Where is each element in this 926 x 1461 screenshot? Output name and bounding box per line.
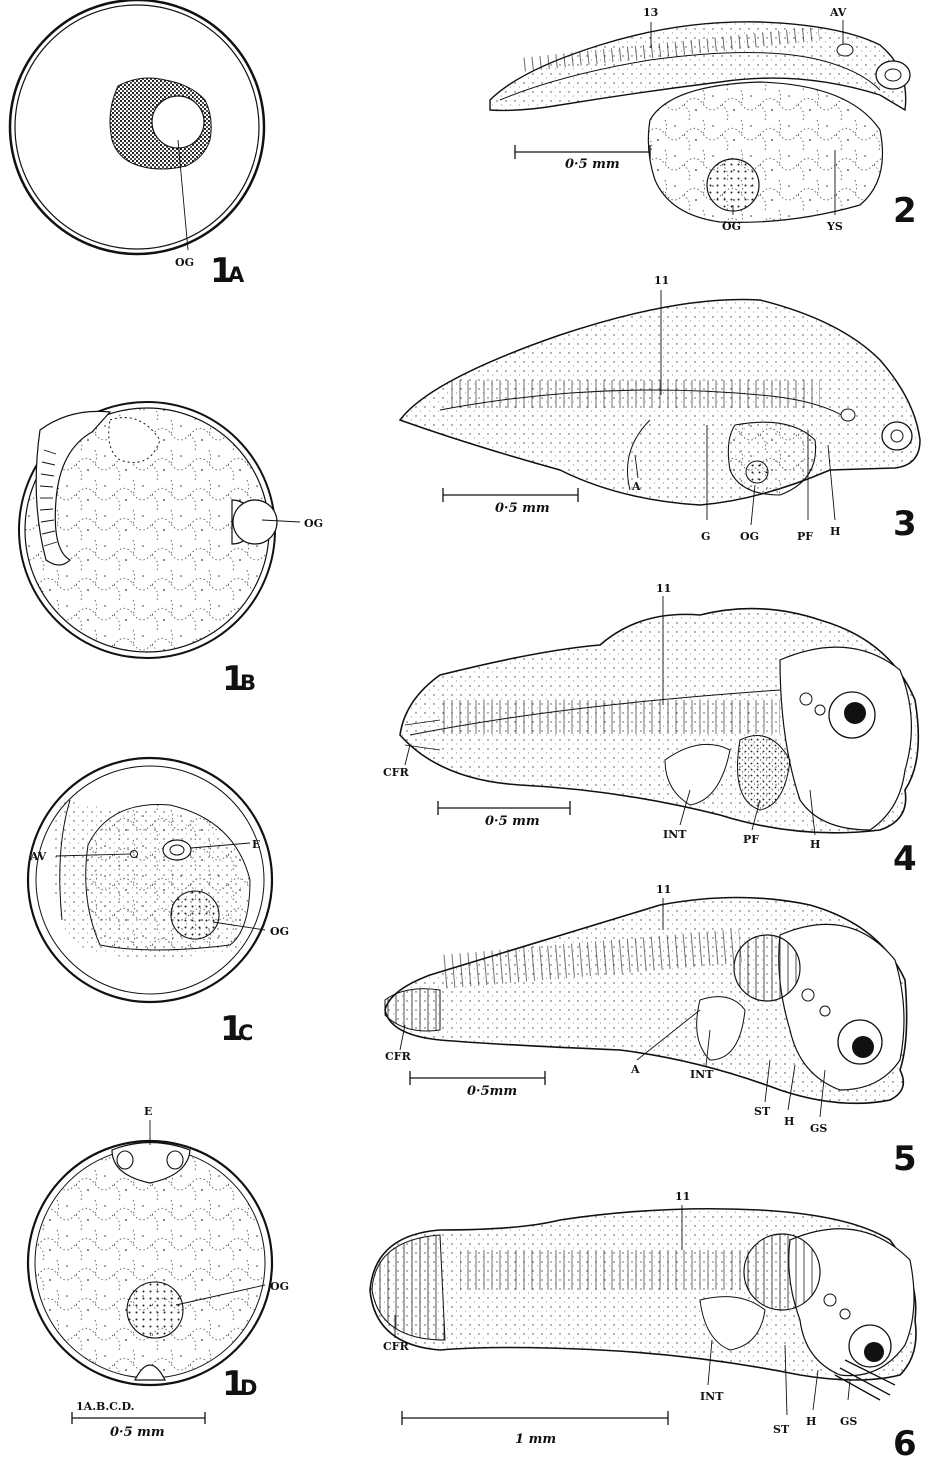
label-int: INT [663,828,687,841]
scale-label: 0·5 mm [110,1425,165,1440]
label-og: OG [722,220,741,233]
figure-number: 6 [893,1424,917,1461]
figure-number: 5 [893,1139,917,1179]
scale-label: 0·5 mm [495,501,550,516]
label-pf: PF [797,530,813,543]
figure-5: 11 CFR A INT ST H GS 5 0·5mm [385,883,917,1179]
label-a: A [630,1063,640,1076]
yolk-sac [86,805,250,951]
scale-label: 0·5mm [467,1084,517,1099]
oil-globule [233,500,277,544]
oil-globule [127,1282,183,1338]
figure-1b: OG 1 B [19,402,323,699]
auditory-vesicle [837,44,853,56]
label-st: ST [773,1423,790,1436]
scale-bar-5: 0·5mm [410,1071,545,1099]
figure-1d: E OG 1 D 1A.B.C.D. 0·5 mm [28,1105,289,1440]
figure-6: 11 CFR INT ST H GS 6 1 mm [370,1190,917,1461]
scale-label: 0·5 mm [565,157,620,172]
label-og: OG [740,530,759,543]
label-g: G [701,530,710,543]
scale-bar-2: 0·5 mm [515,145,650,172]
label-11: 11 [656,883,671,896]
label-int: INT [700,1390,724,1403]
scale-bar-4: 0·5 mm [438,801,570,829]
label-cfr: CFR [385,1050,412,1063]
label-11: 11 [656,582,671,595]
figure-3: 11 A G OG PF H 3 0·5 mm [400,274,920,544]
figure-1c: AV E OG 1 C [28,758,289,1049]
label-cfr: CFR [383,1340,410,1353]
auditory-vesicle [841,409,855,421]
label-h: H [806,1415,816,1428]
label-pf: PF [743,833,759,846]
eye-left [117,1151,133,1169]
label-e: E [252,838,260,851]
figure-letter: A [228,263,245,287]
figure-number: 2 [893,191,917,231]
figure-4: 11 CFR INT PF H 4 0·5 mm [383,582,918,879]
figure-number: 3 [893,504,917,544]
figure-letter: C [238,1021,253,1045]
label-h: H [830,525,840,538]
label-11: 11 [675,1190,690,1203]
oil-globule [746,461,768,483]
pectoral-fin [734,935,800,1001]
scale-bar-3: 0·5 mm [443,488,578,516]
label-og: OG [270,1280,289,1293]
label-e: E [144,1105,152,1118]
figure-letter: B [240,671,256,695]
figure-letter: D [240,1376,257,1400]
label-11: 11 [654,274,669,287]
label-og: OG [270,925,289,938]
label-gs: GS [840,1415,857,1428]
label-og: OG [304,517,323,530]
label-st: ST [754,1105,771,1118]
scale-label: 0·5 mm [485,814,540,829]
scale-caption: 1A.B.C.D. [76,1400,135,1413]
figure-2: 13 AV OG YS 2 0·5 mm [490,6,917,233]
label-int: INT [690,1068,714,1081]
scale-label: 1 mm [515,1432,556,1447]
yolk-sac [648,82,882,222]
label-gs: GS [810,1122,827,1135]
label-h: H [784,1115,794,1128]
figure-number: 4 [893,839,917,879]
label-av: AV [29,850,47,863]
oil-globule [707,159,759,211]
label-og: OG [175,256,194,269]
label-h: H [810,838,820,851]
label-cfr: CFR [383,766,410,779]
label-a: A [631,480,641,493]
figure-1a: OG 1 A [10,0,264,291]
label-13: 13 [643,6,658,19]
scale-bar-1d: 1A.B.C.D. 0·5 mm [72,1400,205,1440]
scale-bar-6: 1 mm [402,1411,668,1447]
pectoral-fin [744,1234,820,1310]
label-ys: YS [826,220,843,233]
yolk-sac [728,422,815,495]
label-av: AV [829,6,847,19]
eye-right [167,1151,183,1169]
oil-globule [171,891,219,939]
